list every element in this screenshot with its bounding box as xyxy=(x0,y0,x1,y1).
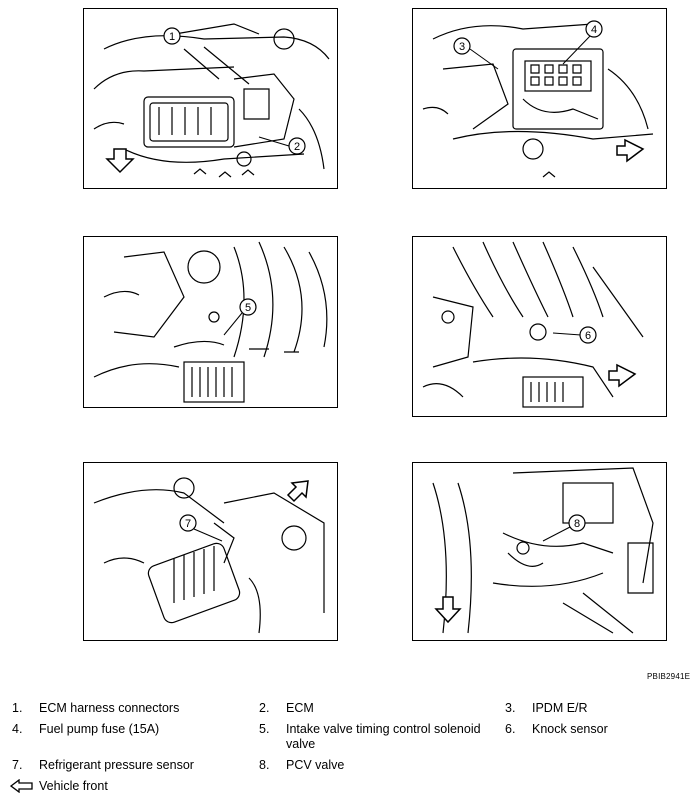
legend-item-text: PCV valve xyxy=(286,758,345,772)
callout-6-label: 6 xyxy=(585,330,591,342)
callout-3-label: 3 xyxy=(459,41,465,53)
vehicle-front-arrow-icon xyxy=(105,148,135,174)
callout-3: 3 xyxy=(453,37,499,70)
legend-item-number: 4. xyxy=(12,722,23,736)
legend-item-text: Knock sensor xyxy=(532,722,608,736)
callout-2: 2 xyxy=(258,136,306,155)
callout-4: 4 xyxy=(562,20,603,65)
callout-8-label: 8 xyxy=(574,518,580,530)
callout-6: 6 xyxy=(552,326,597,344)
callout-7-label: 7 xyxy=(185,518,191,530)
pcv-valve-drawing: 8 xyxy=(432,467,654,634)
legend-item-number: 8. xyxy=(259,758,270,772)
callout-7: 7 xyxy=(179,514,223,542)
ecm-location-drawing: 1 2 xyxy=(93,23,330,178)
legend-item-text: ECM xyxy=(286,701,314,715)
legend-item-number: 5. xyxy=(259,722,270,736)
vehicle-front-arrow-icon xyxy=(434,596,462,624)
callout-4-label: 4 xyxy=(591,24,597,36)
figure-code: PBIB2941E xyxy=(647,672,691,681)
vehicle-front-arrow-icon xyxy=(616,138,645,163)
figure-panel-3: 5 xyxy=(83,236,338,408)
legend-item-text: IPDM E/R xyxy=(532,701,588,715)
legend-item-text: Fuel pump fuse (15A) xyxy=(39,722,160,736)
callout-1-label: 1 xyxy=(169,31,175,43)
callout-1: 1 xyxy=(163,27,181,45)
ipdm-location-drawing: 3 4 xyxy=(422,20,654,178)
refrigerant-pressure-sensor-drawing: 7 xyxy=(93,477,325,634)
legend-item-text: ECM harness connectors xyxy=(39,701,180,715)
callout-2-label: 2 xyxy=(294,141,300,153)
callout-5: 5 xyxy=(223,298,257,336)
vehicle-front-arrow-icon xyxy=(286,480,309,503)
callout-8: 8 xyxy=(542,514,586,542)
figure-panel-5: 7 xyxy=(83,462,338,641)
figure-panel-6: 8 xyxy=(412,462,667,641)
figure-panel-2: 3 4 xyxy=(412,8,667,189)
legend-item-number: 2. xyxy=(259,701,270,715)
figure-panel-4: 6 xyxy=(412,236,667,417)
vehicle-front-arrow-icon xyxy=(608,363,637,388)
knock-sensor-drawing: 6 xyxy=(422,241,644,408)
legend-item-text: Refrigerant pressure sensor xyxy=(39,758,194,772)
legend-item-text: Intake valve timing control solenoid val… xyxy=(286,722,481,751)
hollow-arrow-left-icon xyxy=(10,779,33,793)
legend-item-number: 3. xyxy=(505,701,516,715)
intake-valve-solenoid-drawing: 5 xyxy=(93,241,328,403)
legend-item-number: 7. xyxy=(12,758,23,772)
callout-5-label: 5 xyxy=(245,302,251,314)
legend-item-number: 6. xyxy=(505,722,516,736)
legend-item-number: 1. xyxy=(12,701,23,715)
vehicle-front-label: Vehicle front xyxy=(39,779,108,793)
figure-panel-1: 1 2 xyxy=(83,8,338,189)
